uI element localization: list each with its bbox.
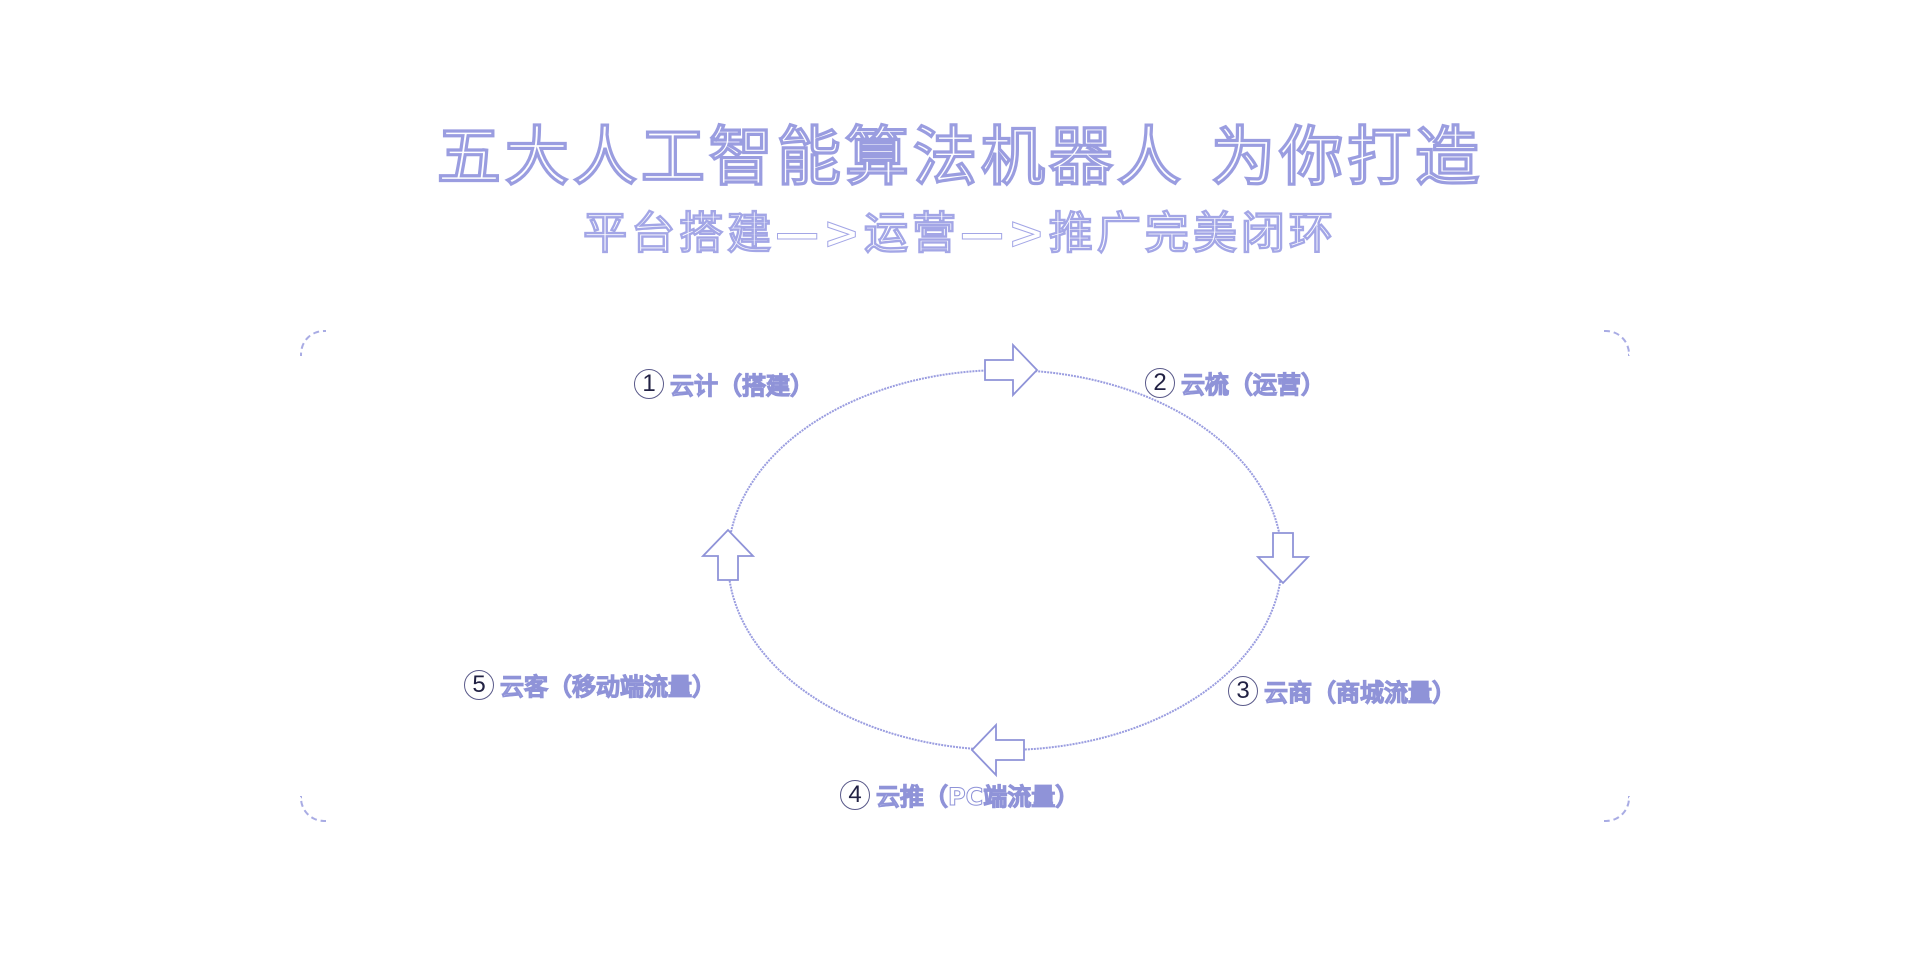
arrow-up-icon xyxy=(700,528,756,581)
arrow-down-icon xyxy=(1255,532,1311,585)
cycle-step-4: 4 云推（PC端流量） xyxy=(840,777,1080,812)
step-label: 云梳（运营） xyxy=(1181,371,1326,400)
step-number-badge: 4 xyxy=(840,779,870,810)
arrow-right-icon xyxy=(984,342,1039,398)
arrow-left-icon xyxy=(970,722,1025,778)
step-number-badge: 1 xyxy=(634,368,664,399)
cycle-step-5: 5 云客（移动端流量） xyxy=(464,667,717,702)
step-label: 云商（商城流量） xyxy=(1264,679,1457,708)
step-number-badge: 2 xyxy=(1145,367,1175,398)
cycle-step-1: 1 云计（搭建） xyxy=(634,366,815,401)
diagram-frame xyxy=(300,330,1630,822)
cycle-step-2: 2 云梳（运营） xyxy=(1145,365,1326,400)
step-label: 云推（PC端流量） xyxy=(875,783,1080,812)
step-label: 云计（搭建） xyxy=(670,372,815,401)
page-title: 五大人工智能算法机器人 为你打造 xyxy=(436,120,1484,195)
step-number-badge: 3 xyxy=(1228,675,1258,706)
step-label: 云客（移动端流量） xyxy=(500,673,717,702)
cycle-ellipse xyxy=(727,369,1283,751)
step-number-badge: 5 xyxy=(464,669,494,700)
page-subtitle: 平台搭建—>运营—>推广完美闭环 xyxy=(583,208,1337,260)
cycle-step-3: 3 云商（商城流量） xyxy=(1228,673,1457,708)
